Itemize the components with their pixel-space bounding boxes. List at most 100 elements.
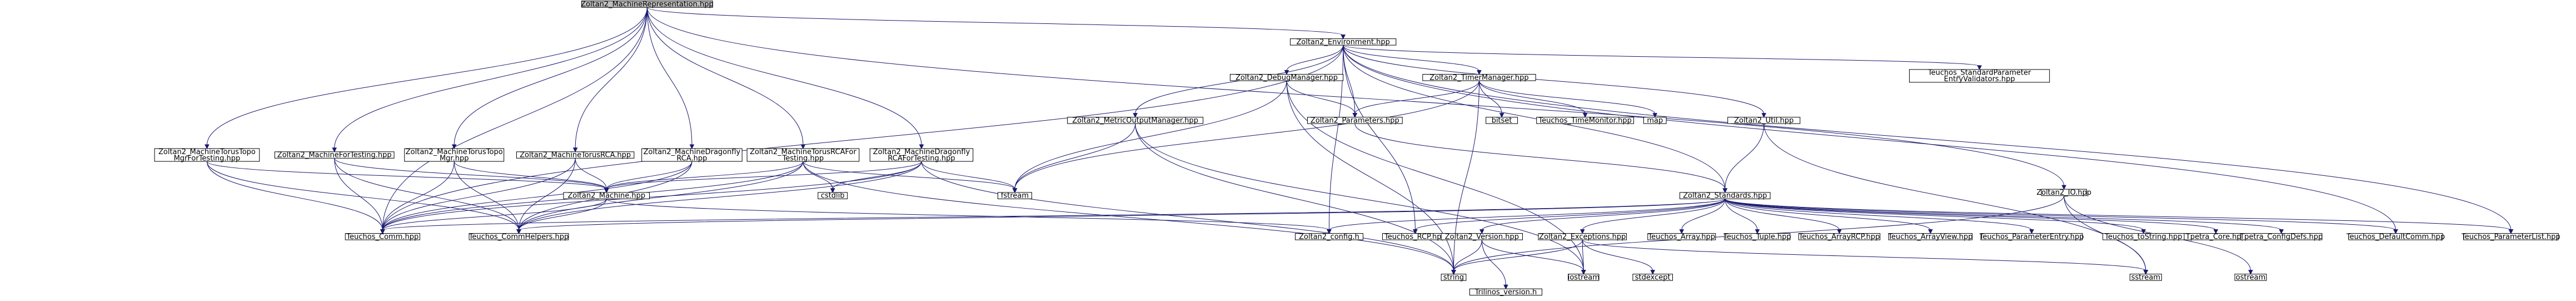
edge-line xyxy=(1481,239,1584,271)
edge-line xyxy=(1453,81,1479,271)
node-n23[interactable]: Teuchos_Comm.hpp xyxy=(345,233,420,241)
edge-arrowhead xyxy=(1499,113,1504,118)
node-n1[interactable]: Zoltan2_Environment.hpp xyxy=(1290,38,1397,46)
node-label: Zoltan2_MachineTorusTopo xyxy=(158,148,256,156)
node-box xyxy=(746,148,860,162)
node-box xyxy=(2041,189,2087,196)
node-box xyxy=(1067,117,1204,124)
edges-layer xyxy=(205,7,2514,290)
node-box xyxy=(1536,117,1635,124)
edge-line xyxy=(1343,45,1726,189)
node-label: Zoltan2_Util.hpp xyxy=(1734,116,1793,125)
edge-line xyxy=(1135,124,1584,271)
node-label: Teuchos_TimeMonitor.hpp xyxy=(1538,116,1632,125)
node-n29[interactable]: Teuchos_Array.hpp xyxy=(1647,233,1716,241)
node-n20[interactable]: cstdlib xyxy=(818,192,848,200)
node-n37[interactable]: Teuchos_DefaultComm.hpp xyxy=(2346,233,2445,241)
node-box xyxy=(1680,192,1771,199)
nodes-layer: Zoltan2_MachineRepresentation.hppZoltan2… xyxy=(154,0,2560,297)
node-n41[interactable]: Trilinos_version.h xyxy=(1469,288,1542,297)
edge-line xyxy=(1725,199,1840,230)
edge-arrowhead xyxy=(1977,65,1982,71)
node-n26[interactable]: Teuchos_RCP.hpp xyxy=(1382,233,1448,241)
node-n2[interactable]: Zoltan2_DebugManager.hpp xyxy=(1229,73,1344,82)
edge-line xyxy=(206,161,607,190)
node-n28[interactable]: Zoltan2_Exceptions.hpp xyxy=(1538,233,1627,241)
edge-line xyxy=(606,198,1329,230)
node-n31[interactable]: Teuchos_ArrayRCP.hpp xyxy=(1798,233,1881,241)
node-n33[interactable]: Teuchos_ParameterEntry.hpp xyxy=(1979,233,2084,241)
node-n40[interactable]: iostream xyxy=(1568,273,1600,282)
edge-arrowhead xyxy=(205,144,210,150)
node-n4[interactable]: Teuchos_StandardParameterEntryValidators… xyxy=(1909,69,2050,84)
edge-arrowhead xyxy=(1341,34,1346,40)
node-n34[interactable]: Teuchos_toString.hpp xyxy=(2102,233,2185,241)
node-n18[interactable]: Zoltan2_IO.hpp xyxy=(2036,189,2091,197)
node-n0[interactable]: Zoltan2_MachineRepresentation.hpp xyxy=(581,0,714,8)
node-n16[interactable]: map xyxy=(1643,116,1667,125)
node-n11[interactable]: Zoltan2_MachineDragonflyRCAForTesting.hp… xyxy=(869,148,974,163)
node-n42[interactable]: stdexcept xyxy=(1632,273,1673,282)
node-box xyxy=(1422,74,1536,81)
node-box xyxy=(516,151,635,159)
node-box xyxy=(563,192,650,199)
node-n17[interactable]: Zoltan2_Util.hpp xyxy=(1727,116,1801,125)
edge-n22-n28 xyxy=(1580,199,1726,234)
edge-line xyxy=(1481,240,1506,286)
edge-line xyxy=(1725,199,2032,230)
edge-n12-n39 xyxy=(1135,124,1456,275)
node-n22[interactable]: Zoltan2_Standards.hpp xyxy=(1680,192,1771,200)
edge-n22-n33 xyxy=(1725,199,2034,234)
edge-line xyxy=(646,7,804,146)
node-n6[interactable]: Zoltan2_MachineForTesting.hpp xyxy=(274,151,395,160)
node-n43[interactable]: sstream xyxy=(2129,273,2162,282)
node-n36[interactable]: Tpetra_ConfigDefs.hpp xyxy=(2239,233,2323,241)
edge-line xyxy=(454,161,607,190)
node-label: Teuchos_ArrayView.hpp xyxy=(1887,233,1972,241)
edge-line xyxy=(832,161,922,190)
edge-line xyxy=(382,45,1344,230)
node-n5[interactable]: Zoltan2_MachineTorusTopoMgrForTesting.hp… xyxy=(154,148,260,163)
edge-n0-n10 xyxy=(646,7,806,150)
edge-n2-n13 xyxy=(1286,80,1358,118)
edge-n27-n41 xyxy=(1481,240,1508,290)
edge-n11-n19 xyxy=(604,161,922,194)
node-n21[interactable]: fstream xyxy=(997,192,1032,200)
node-n32[interactable]: Teuchos_ArrayView.hpp xyxy=(1887,233,1972,241)
node-n38[interactable]: Teuchos_ParameterList.hpp xyxy=(2461,233,2560,241)
node-n35[interactable]: Tpetra_Core.hpp xyxy=(2184,233,2248,241)
node-label: string xyxy=(1443,273,1464,282)
node-n3[interactable]: Zoltan2_TimerManager.hpp xyxy=(1422,73,1536,82)
edge-line xyxy=(206,161,383,230)
node-n39[interactable]: string xyxy=(1441,273,1467,282)
node-n25[interactable]: Zoltan2_config.h xyxy=(1295,233,1363,241)
edge-line xyxy=(1453,240,1482,271)
edge-line xyxy=(1286,45,1344,71)
node-n24[interactable]: Teuchos_CommHelpers.hpp xyxy=(469,233,569,241)
node-n8[interactable]: Zoltan2_MachineTorusRCA.hpp xyxy=(516,151,635,160)
node-box xyxy=(1290,38,1397,46)
node-n15[interactable]: Teuchos_TimeMonitor.hpp xyxy=(1536,116,1635,125)
edge-line xyxy=(1343,45,1980,67)
edge-line xyxy=(334,7,647,149)
edge-line xyxy=(1725,199,1931,230)
node-n27[interactable]: Zoltan2_Version.hpp xyxy=(1441,233,1523,241)
node-box xyxy=(997,192,1032,199)
node-box xyxy=(404,148,505,162)
node-box xyxy=(1229,74,1344,81)
node-n14[interactable]: bitset xyxy=(1486,116,1518,125)
edge-line xyxy=(1481,199,1726,230)
node-n30[interactable]: Teuchos_Tuple.hpp xyxy=(1723,233,1791,241)
node-label: Teuchos_CommHelpers.hpp xyxy=(469,233,569,241)
edge-line xyxy=(646,7,692,146)
node-n12[interactable]: Zoltan2_MetricOutputManager.hpp xyxy=(1067,116,1204,125)
edge-arrowhead xyxy=(1722,188,1728,194)
node-n44[interactable]: ostream xyxy=(2234,273,2267,282)
node-n13[interactable]: Zoltan2_Parameters.hpp xyxy=(1307,116,1403,125)
node-box xyxy=(818,192,848,199)
edge-line xyxy=(921,161,1015,190)
node-n19[interactable]: Zoltan2_Machine.hpp xyxy=(563,192,650,200)
